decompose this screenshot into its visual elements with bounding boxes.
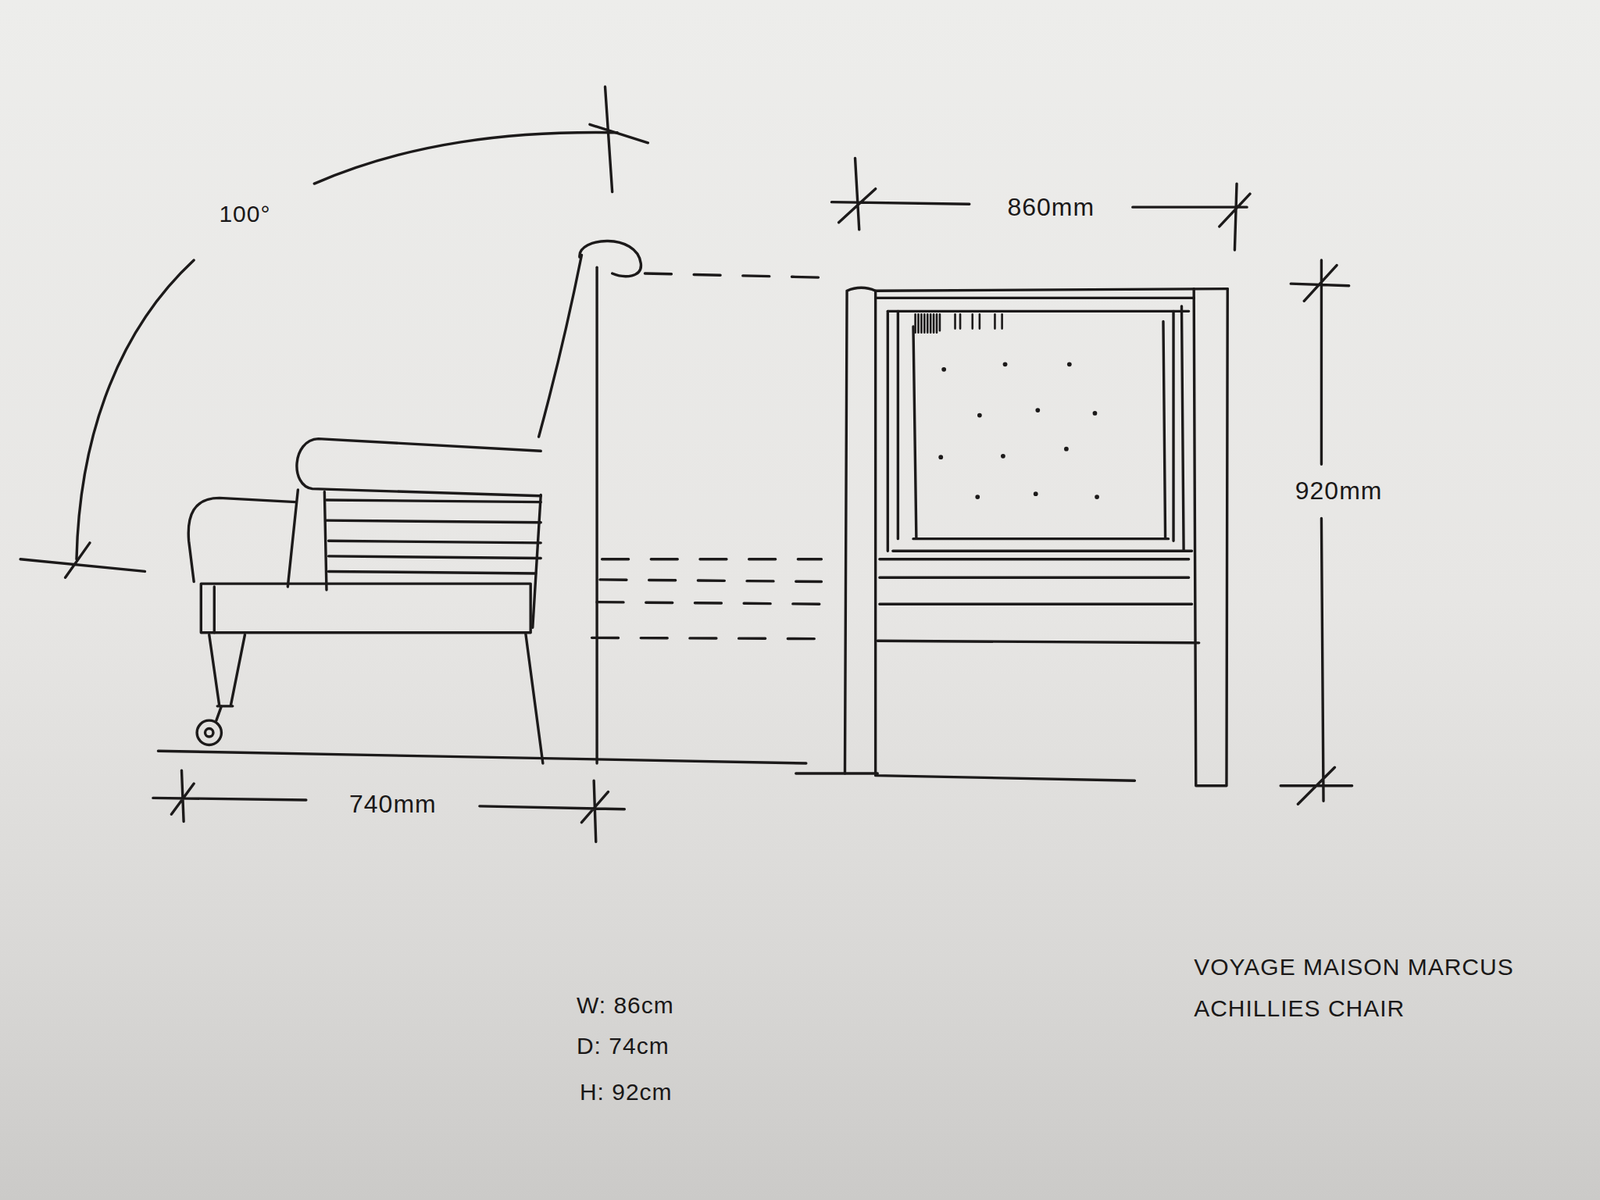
- caster: [196, 720, 222, 745]
- button: [975, 494, 980, 500]
- note: W: 86cm: [576, 991, 675, 1020]
- seat-cushion: [188, 497, 297, 582]
- seat-lines: [877, 559, 1199, 643]
- armrest: [296, 439, 541, 497]
- tufting-buttons: [938, 361, 1100, 500]
- button: [977, 413, 983, 418]
- button: [938, 454, 943, 460]
- note: D: 74cm: [576, 1032, 670, 1061]
- top-rail: [875, 289, 1229, 312]
- button: [1035, 407, 1040, 413]
- seat-rail-inner: [213, 586, 216, 633]
- hatching: [915, 314, 1003, 333]
- button: [1033, 491, 1039, 497]
- width-dimension: [831, 157, 1250, 250]
- back-panel-frame: [887, 306, 1192, 551]
- side-view: [20, 86, 825, 843]
- button: [1064, 446, 1069, 452]
- depth-dimension: [153, 770, 625, 842]
- arm-support: [287, 489, 327, 590]
- title-note: VOYAGE MAISON MARCUS ACHILLIES CHAIR: [1193, 946, 1538, 1029]
- floor-line: [796, 773, 1136, 781]
- dimension-label: 920mm: [1295, 475, 1383, 506]
- caster-hub: [205, 728, 214, 737]
- back-front-edge: [539, 255, 583, 437]
- angle-arc: [76, 132, 618, 560]
- dimension-label: 860mm: [1007, 192, 1095, 222]
- dimension-label: 740mm: [349, 789, 437, 819]
- angle-label: 100°: [218, 200, 271, 229]
- button: [1067, 361, 1072, 367]
- note: H: 92cm: [579, 1078, 673, 1107]
- button: [1092, 410, 1098, 416]
- projection-lines: [592, 273, 825, 640]
- angle-extension: [20, 86, 648, 578]
- front-leg: [209, 634, 246, 721]
- button: [1000, 453, 1006, 459]
- button: [1094, 494, 1100, 500]
- back-top-roll: [579, 241, 642, 277]
- left-post: [844, 287, 875, 774]
- seat-rail: [200, 583, 531, 633]
- button: [1003, 361, 1008, 367]
- back-rear-edge: [595, 267, 598, 764]
- height-dimension: [1280, 260, 1352, 804]
- button: [941, 367, 947, 372]
- floor-line: [157, 750, 806, 764]
- right-post: [1193, 289, 1228, 786]
- side-slats: [326, 500, 541, 574]
- front-view: [796, 157, 1353, 804]
- back-front-lower: [525, 494, 543, 764]
